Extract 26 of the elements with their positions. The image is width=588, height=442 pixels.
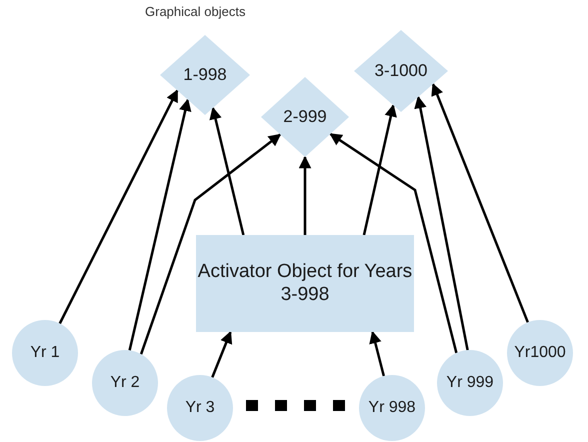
arrow [362, 104, 397, 236]
arrow [329, 132, 458, 354]
arrow [431, 82, 529, 323]
arrow [369, 330, 386, 376]
object-diamond [160, 35, 250, 115]
arrow [211, 330, 232, 378]
arrow [58, 89, 178, 324]
node-label: Yr 1 [30, 343, 60, 363]
arrow [140, 134, 282, 355]
node-label: Yr 2 [110, 373, 140, 393]
node-label: Yr 998 [368, 398, 416, 418]
object-diamond [354, 30, 448, 112]
node-label: Yr 3 [185, 398, 215, 418]
node-label: Activator Object for Years 3-998 [196, 260, 414, 306]
node-label: 1-998 [183, 64, 227, 86]
arrow [128, 98, 192, 351]
arrow [298, 156, 312, 235]
object-diamond [261, 77, 349, 157]
node-label: 3-1000 [374, 60, 428, 82]
node-label: Yr 999 [446, 373, 494, 393]
group-heading: Graphical objects [145, 4, 246, 19]
node-label: 2-999 [283, 106, 327, 128]
activator-box [196, 235, 414, 332]
arrow [414, 96, 469, 350]
arrow [209, 106, 245, 236]
node-label: Yr1000 [514, 343, 566, 363]
